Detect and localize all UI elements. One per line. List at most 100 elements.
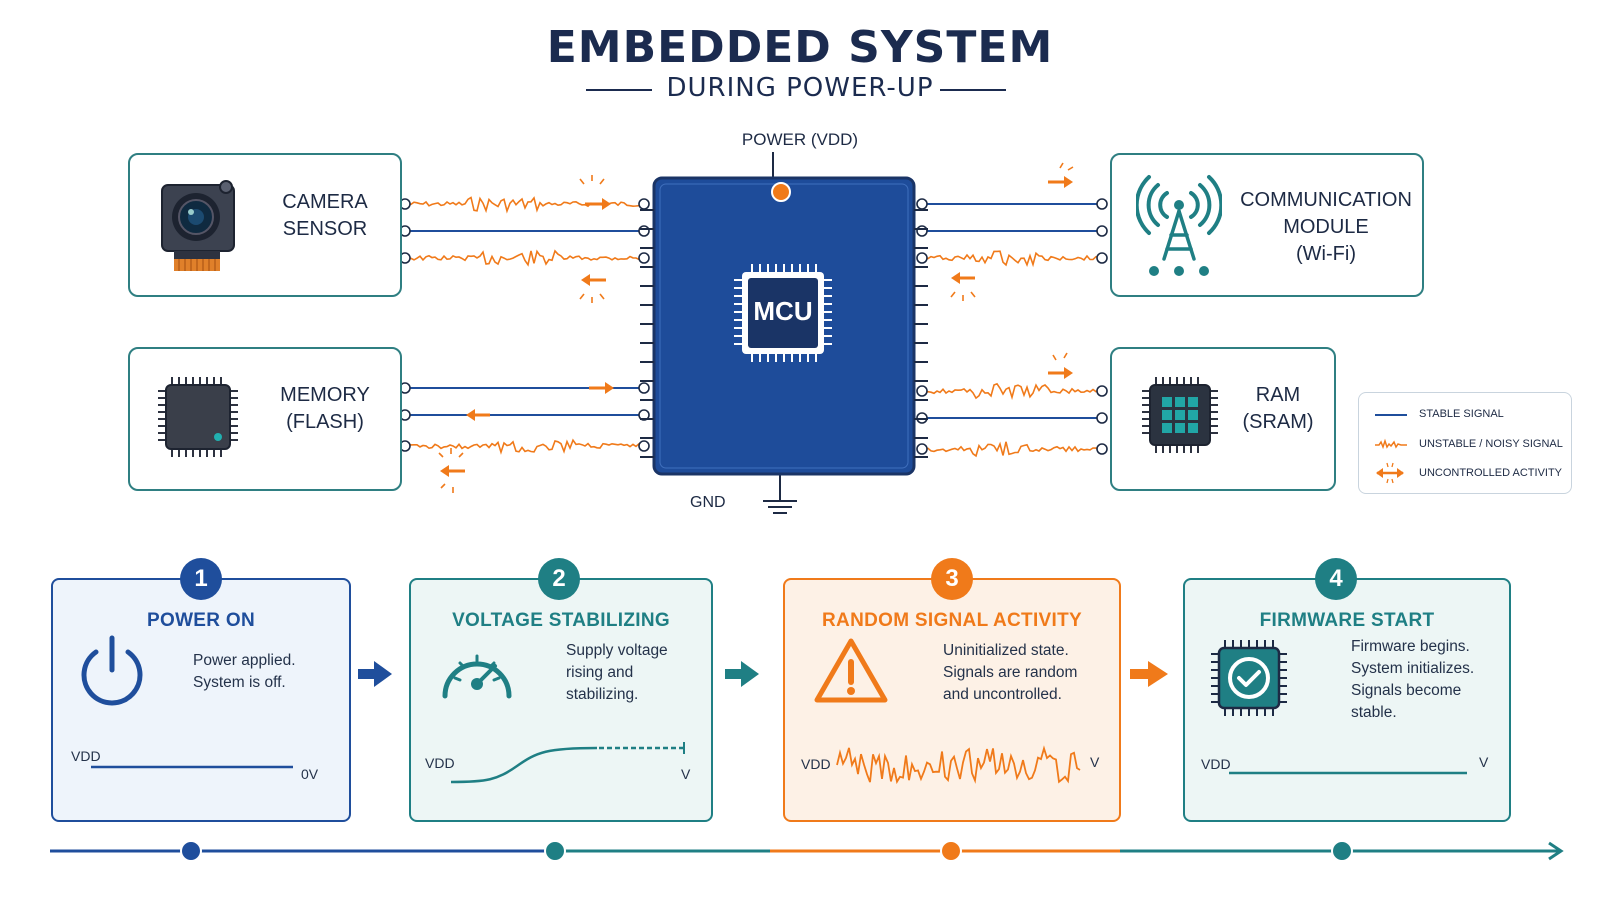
step1-badge: 1	[180, 558, 222, 600]
step2-desc-line2: rising and	[566, 664, 634, 681]
step1-desc-line1: Power applied.	[193, 652, 296, 669]
step3-description: Uninitialized state. Signals are random …	[943, 640, 1077, 706]
memory-flash-card: MEMORY (FLASH)	[128, 347, 402, 491]
power-vdd-label: POWER (VDD)	[741, 130, 859, 149]
step4-desc-line3: Signals become	[1351, 682, 1462, 699]
legend-uncontrolled-label: UNCONTROLLED ACTIVITY	[1419, 467, 1563, 479]
comm-label-line2: MODULE	[1283, 216, 1369, 238]
ram-sram-label: RAM (SRAM)	[1230, 382, 1326, 436]
step3-badge: 3	[931, 558, 973, 600]
ram-label-line2: (SRAM)	[1242, 411, 1314, 433]
comm-bus	[916, 198, 1108, 268]
memory-uncontrolled-icon	[438, 448, 465, 493]
step1-end-label: 0V	[301, 766, 319, 782]
step2-vdd-label: VDD	[425, 755, 455, 771]
camera-sensor-card: CAMERA SENSOR	[128, 153, 402, 297]
step4-vdd-label: VDD	[1201, 756, 1231, 772]
step2-end-label: V	[681, 766, 691, 782]
legend-swatches	[1375, 414, 1407, 484]
power-icon	[81, 635, 143, 706]
step3-title: RANDOM SIGNAL ACTIVITY	[822, 610, 1082, 631]
step3-desc-line2: Signals are random	[943, 664, 1078, 681]
step4-badge: 4	[1315, 558, 1357, 600]
step4-vdd-trace	[1229, 771, 1467, 775]
legend-unstable-label: UNSTABLE / NOISY SIGNAL	[1419, 438, 1563, 450]
step2-desc-line3: stabilizing.	[566, 686, 639, 703]
legend-uncontrolled-swatch	[1376, 462, 1404, 484]
step4-description: Firmware begins. System initializes. Sig…	[1351, 636, 1474, 724]
step1-desc-line2: System is off.	[193, 674, 286, 691]
step-firmware-start: 4 FIRMWARE START Firmware begins. System…	[1183, 558, 1511, 822]
step2-vdd-trace	[450, 742, 685, 784]
step2-title: VOLTAGE STABILIZING	[452, 610, 670, 631]
timeline-marker-3	[940, 840, 962, 862]
step4-desc-line2: System initializes.	[1351, 660, 1475, 677]
timeline-marker-2	[544, 840, 566, 862]
memory-arrow-out-icon	[466, 409, 490, 421]
step3-to-step4-arrow-icon	[1130, 661, 1168, 687]
ground-symbol	[763, 472, 797, 514]
mcu-label: MCU	[753, 296, 813, 326]
step4-title: FIRMWARE START	[1259, 610, 1435, 631]
flash-chip-icon	[158, 377, 238, 457]
memory-label-line2: (FLASH)	[286, 411, 364, 433]
legend-noisy-swatch	[1375, 438, 1407, 450]
timeline-marker-4	[1331, 840, 1353, 862]
step-random-signal-activity: 3 RANDOM SIGNAL ACTIVITY Uninitialized s…	[783, 558, 1121, 822]
step1-title: POWER ON	[147, 610, 255, 631]
ram-bus	[916, 382, 1108, 458]
comm-arrow-in-icon	[950, 272, 976, 301]
diagram-subtitle: DURING POWER-UP	[666, 73, 934, 103]
vdd-pin-icon	[771, 182, 791, 202]
gnd-label: GND	[690, 494, 726, 511]
step-voltage-stabilizing: 2 VOLTAGE STABILIZING Supply voltage ris…	[409, 558, 713, 822]
comm-label-line1: COMMUNICATION	[1240, 189, 1412, 211]
step2-desc-line1: Supply voltage	[566, 642, 668, 659]
warning-icon	[814, 638, 888, 703]
comm-label-line3: (Wi-Fi)	[1296, 243, 1356, 265]
step1-to-step2-arrow-icon	[358, 661, 392, 687]
memory-arrow-in-icon	[589, 382, 614, 394]
step1-vdd-label: VDD	[71, 748, 101, 764]
step3-desc-line1: Uninitialized state.	[943, 642, 1069, 659]
ram-arrow-out-icon	[1048, 352, 1073, 379]
camera-label-line1: CAMERA	[282, 191, 368, 213]
step3-end-label: V	[1090, 754, 1100, 770]
camera-label-line2: SENSOR	[282, 218, 368, 240]
gauge-icon	[442, 654, 512, 699]
timeline	[50, 840, 1564, 862]
memory-label-line1: MEMORY	[280, 384, 370, 406]
camera-arrow-out-icon	[579, 274, 606, 303]
signal-legend: STABLE SIGNAL UNSTABLE / NOISY SIGNAL UN…	[1358, 392, 1572, 494]
timeline-marker-1	[180, 840, 202, 862]
ram-sram-card: RAM (SRAM)	[1110, 347, 1336, 491]
comm-arrow-out-icon	[1048, 162, 1074, 188]
subtitle-rule-right	[940, 89, 1006, 91]
step1-vdd-trace	[91, 765, 293, 769]
subtitle-rule-left	[586, 89, 652, 91]
step4-end-label: V	[1479, 754, 1489, 770]
communication-module-label: COMMUNICATION MODULE (Wi-Fi)	[1240, 187, 1412, 268]
camera-arrow-in-icon	[579, 175, 611, 210]
mcu-chip-icon	[734, 264, 832, 362]
step4-desc-line4: stable.	[1351, 704, 1397, 721]
step3-noisy-trace	[836, 745, 1081, 785]
step-power-on: 1 POWER ON Power applied. System is off.…	[51, 558, 351, 822]
step2-to-step3-arrow-icon	[725, 661, 759, 687]
ram-label-line1: RAM	[1255, 384, 1301, 406]
step1-description: Power applied. System is off.	[193, 650, 296, 694]
communication-module-card: COMMUNICATION MODULE (Wi-Fi)	[1110, 153, 1424, 297]
step3-vdd-label: VDD	[801, 756, 831, 772]
step4-desc-line1: Firmware begins.	[1351, 638, 1470, 655]
antenna-icon	[1136, 175, 1222, 276]
memory-flash-label: MEMORY (FLASH)	[260, 382, 390, 436]
step2-badge: 2	[538, 558, 580, 600]
step3-desc-line3: and uncontrolled.	[943, 686, 1062, 703]
ram-chip-icon	[1142, 377, 1218, 453]
diagram-title: EMBEDDED SYSTEM	[546, 22, 1054, 73]
step2-description: Supply voltage rising and stabilizing.	[566, 640, 668, 706]
camera-icon	[161, 180, 235, 271]
